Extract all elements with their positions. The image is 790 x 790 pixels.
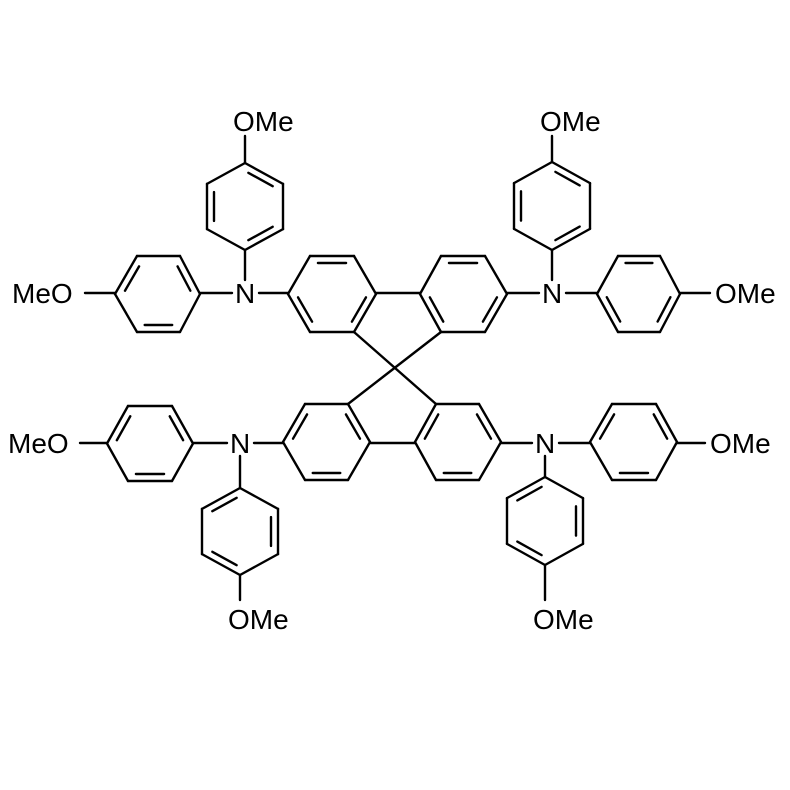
anisyl-ring-bond: [595, 292, 620, 334]
fluorene-ring-lower-right-bond: [477, 440, 503, 482]
fluorene-ring-upper-right-double-bond: [428, 296, 445, 323]
label-meo-left-lower: MeO: [8, 428, 69, 459]
fluorene-ring-lower-right-double-bond: [423, 413, 440, 440]
anisyl-ring-bond: [658, 254, 682, 296]
anisyl-ring-double-bond: [598, 413, 616, 440]
anisyl-ring-bond: [170, 442, 195, 483]
label-n-lower-left: N: [230, 428, 250, 459]
anisyl-ring-bond: [512, 227, 554, 252]
anisyl-ring-bond: [543, 475, 585, 500]
fluorene-ring-upper-left-double-bond: [350, 296, 368, 323]
label-ome-bottom-right: OMe: [533, 604, 594, 635]
anisyl-ring-bond: [105, 404, 130, 445]
anisyl-ring-double-bond: [211, 550, 238, 567]
label-ome-right-lower: OMe: [710, 428, 771, 459]
anisyl-ring-double-bond: [247, 225, 274, 242]
fluorene-ring-upper-left-double-bond: [296, 296, 314, 323]
anisyl-ring-bond: [205, 161, 247, 186]
anisyl-ring-bond: [243, 227, 285, 252]
fluorene-ring-upper-right-bond: [483, 254, 509, 296]
anisyl-ring-bond: [543, 542, 585, 567]
fluorene-ring-lower-left-bond: [281, 402, 307, 444]
anisyl-ring-double-bond: [656, 295, 672, 323]
anisyl-ring-double-bond: [554, 170, 581, 187]
fluorene-ring-upper-left-bond: [286, 292, 312, 334]
label-ome-right-upper: OMe: [715, 278, 776, 309]
label-n-upper-right: N: [542, 278, 562, 309]
fluorene-ring-lower-left-bond: [346, 440, 372, 482]
fluorene-ring-lower-left-double-bond: [344, 413, 362, 440]
anisyl-ring-bond: [238, 552, 280, 577]
anisyl-ring-bond: [654, 440, 679, 482]
anisyl-ring-double-bond: [554, 225, 581, 242]
label-ome-top-right: OMe: [540, 106, 601, 137]
fluorene-ring-upper-right-bond: [418, 254, 443, 296]
fluorene-ring-upper-right-bond: [418, 292, 443, 334]
fluorene-ring-upper-left-bond: [352, 292, 378, 334]
anisyl-ring-bond: [170, 404, 195, 445]
bonds: [78, 134, 712, 602]
anisyl-ring-double-bond: [115, 415, 132, 442]
anisyl-ring-double-bond: [168, 415, 185, 442]
anisyl-ring-double-bond: [211, 496, 238, 513]
fluorene-ring-lower-right-bond: [413, 440, 438, 482]
fluorene-ring-upper-right-bond: [483, 292, 509, 334]
fluorene-ring-upper-left-bond: [352, 254, 378, 296]
fluorene-ring-lower-left-bond: [281, 440, 307, 482]
anisyl-ring-bond: [588, 440, 614, 482]
label-n-upper-left: N: [235, 278, 255, 309]
spiro-bond: [346, 330, 443, 406]
anisyl-ring-bond: [512, 160, 554, 185]
fluorene-ring-lower-left-bond: [346, 402, 372, 444]
anisyl-ring-bond: [550, 227, 592, 252]
anisyl-ring-double-bond: [652, 413, 669, 440]
anisyl-ring-bond: [658, 292, 682, 334]
label-meo-left-upper: MeO: [12, 278, 73, 309]
fluorene-ring-lower-right-double-bond: [475, 413, 493, 440]
anisyl-ring-double-bond: [516, 540, 543, 557]
anisyl-ring-bond: [654, 402, 679, 444]
anisyl-ring-double-bond: [247, 171, 274, 188]
fluorene-ring-lower-right-bond: [413, 402, 438, 444]
anisyl-ring-bond: [200, 486, 242, 511]
label-n-lower-right: N: [535, 428, 555, 459]
anisyl-ring-double-bond: [176, 265, 192, 292]
anisyl-ring-bond: [113, 292, 139, 334]
fluorene-ring-upper-left-bond: [286, 254, 312, 296]
anisyl-ring-double-bond: [516, 485, 543, 502]
fluorene-ring-lower-left-double-bond: [291, 413, 309, 440]
fluorene-ring-upper-right-double-bond: [481, 296, 499, 323]
anisyl-ring-bond: [113, 254, 139, 296]
anisyl-ring-double-bond: [123, 265, 141, 292]
anisyl-ring-bond: [205, 227, 247, 252]
anisyl-ring-double-bond: [605, 296, 622, 323]
anisyl-ring-bond: [505, 542, 547, 567]
anisyl-ring-bond: [595, 254, 620, 296]
anisyl-ring-bond: [243, 161, 285, 186]
anisyl-ring-bond: [105, 442, 130, 483]
anisyl-ring-bond: [200, 552, 242, 577]
anisyl-ring-bond: [178, 292, 202, 334]
label-ome-top-left: OMe: [233, 106, 294, 137]
anisyl-ring-bond: [178, 254, 202, 296]
fluorene-ring-lower-right-bond: [477, 402, 503, 444]
anisyl-ring-bond: [505, 475, 547, 500]
label-ome-bottom-left: OMe: [228, 604, 289, 635]
anisyl-ring-bond: [588, 402, 614, 444]
anisyl-ring-bond: [238, 486, 280, 511]
anisyl-ring-bond: [550, 160, 592, 185]
atom-labels: OMe MeO N OMe N OMe MeO N OMe N OMe OMe: [8, 106, 776, 635]
